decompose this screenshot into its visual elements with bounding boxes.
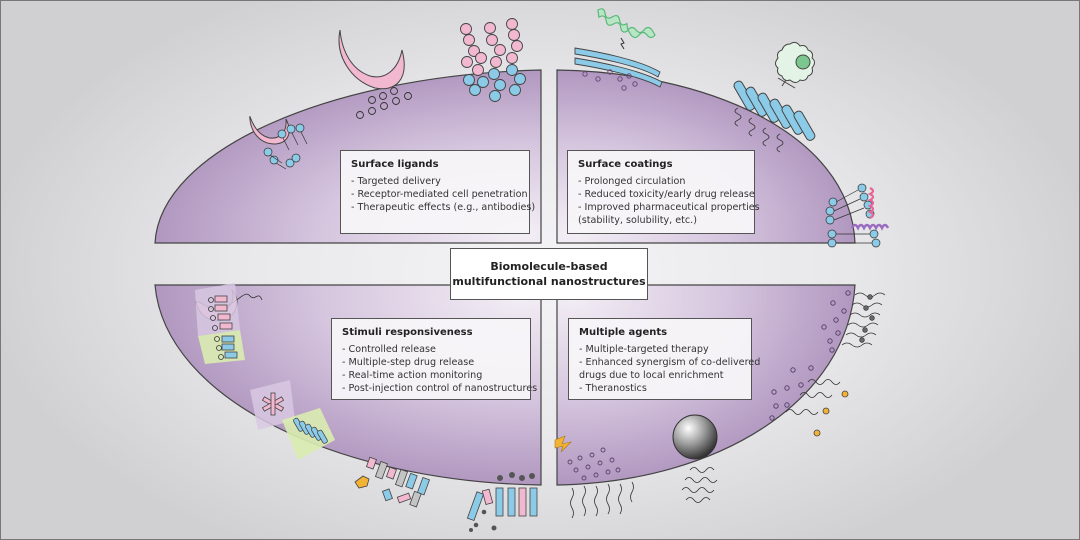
cylinder-row-icon [293,417,328,444]
cylinder-cluster-icon [466,487,538,522]
drug-dots-icon [769,290,851,421]
targeting-ligand-icon [813,390,849,437]
center-title-box: Biomolecule-based multifunctional nanost… [450,248,648,300]
lightning-small-icon [620,37,625,50]
box-heading: Surface ligands [351,159,439,170]
box-heading: Multiple agents [579,327,668,338]
cell-icon [775,41,815,83]
box-item: - Theranostics [579,383,647,394]
box-item: - Receptor-mediated cell penetration [351,189,528,200]
box-surface-coatings: Surface coatings - Prolonged circulation… [567,150,760,234]
scattered-dots-icon [469,472,535,532]
helix-purple-icon [850,223,890,231]
box-heading: Stimuli responsiveness [342,327,473,338]
helix-peptide-icon [597,8,656,39]
box-item: - Enhanced synergism of co-delivered [579,357,761,368]
center-title-line2: multifunctional nanostructures [452,275,646,288]
star-crosslinker-icon [261,392,285,416]
lightning-icon [554,435,572,453]
box-item: - Post-injection control of nanostructur… [342,383,538,394]
block-cluster-icon [214,295,238,359]
coating-strand-icon [574,47,663,88]
box-item: - Multiple-step drug release [342,357,475,368]
box-item: (stability, solubility, etc.) [578,215,697,226]
box-multiple-agents: Multiple agents - Multiple-targeted ther… [568,318,761,400]
bead-chain-icon [460,18,526,102]
box-item: - Controlled release [342,344,436,355]
box-item: - Real-time action monitoring [342,370,483,381]
brush-beads-icon [859,294,875,343]
box-heading: Surface coatings [578,159,673,170]
drug-cluster-icon [567,447,621,481]
cylinder-array-icon [733,80,816,141]
center-title-line1: Biomolecule-based [490,260,608,273]
tether-icon [227,293,263,306]
helix-pink-icon [867,187,875,219]
fragment-blocks-icon [354,456,431,508]
box-item: - Reduced toxicity/early drug release [578,189,755,200]
box-item: - Prolonged circulation [578,176,686,187]
coating-dots-icon [582,69,638,91]
polymer-tail-icon [734,107,784,153]
antibody-stem-icon [777,77,796,89]
box-item: - Targeted delivery [351,176,441,187]
box-item: - Improved pharmaceutical properties [578,202,760,213]
charge-marks-icon [208,297,224,360]
sphere-brush-icon [681,467,718,503]
box-surface-ligands: Surface ligands - Targeted delivery - Re… [340,150,536,234]
box-item: - Multiple-targeted therapy [579,344,709,355]
box-item: drugs due to local enrichment [579,370,724,381]
box-item: - Therapeutic effects (e.g., antibodies) [351,202,536,213]
box-stimuli-responsiveness: Stimuli responsiveness - Controlled rele… [331,318,538,400]
nanosphere-icon [672,414,718,460]
lipid-bilayer-icon [263,123,308,170]
charge-dots-icon [356,87,412,119]
bottom-brush-icon [570,481,634,519]
